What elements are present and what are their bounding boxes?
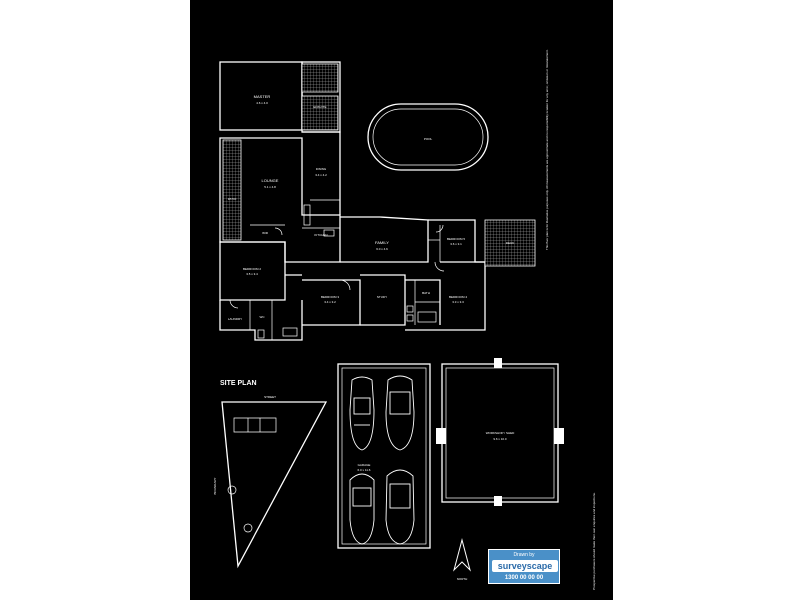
room-label-ensuite: ENSUITE xyxy=(313,105,326,109)
room-label-bedroom3: BEDROOM 3 xyxy=(321,295,339,299)
house-walls xyxy=(219,61,486,341)
room-label-deck: DECK xyxy=(506,241,514,245)
room-label-garage: GARAGE xyxy=(358,463,371,467)
room-label-bedroom4: BEDROOM 4 xyxy=(449,295,467,299)
room-label-study: STUDY xyxy=(377,295,387,299)
disclaimer-text: This floor plan is for illustrative purp… xyxy=(545,49,549,250)
room-label-bedroom5: BEDROOM 5 xyxy=(447,237,465,241)
room-label-robe: WIR xyxy=(262,231,269,235)
room-size-master: 4.6 x 4.0 xyxy=(256,101,268,105)
room-label-lounge: LOUNGE xyxy=(262,178,279,183)
ensuite-floor xyxy=(301,95,339,131)
ensuite-tile xyxy=(301,63,339,93)
room-label-kitchen: KITCHEN xyxy=(314,233,327,237)
room-size-bedroom4: 3.3 x 3.3 xyxy=(452,300,464,304)
workshop: WORKSHOP / SHED 9.6 x 10.0 xyxy=(436,358,564,506)
brand-phone: 1300 00 00 00 xyxy=(504,575,544,581)
room-size-bedroom5: 3.6 x 3.1 xyxy=(450,242,462,246)
floor-plan-sheet: MASTER 4.6 x 4.0 ENSUITE LOUNGE 5.1 x 4.… xyxy=(190,0,613,600)
room-label-master: MASTER xyxy=(254,94,271,99)
north-label: NORTH xyxy=(457,577,468,581)
site-plan-street-label: STREET xyxy=(264,395,276,399)
room-size-lounge: 5.1 x 4.8 xyxy=(264,185,276,189)
north-arrow-icon: NORTH xyxy=(453,538,471,581)
room-size-bedroom3: 3.4 x 3.2 xyxy=(324,300,336,304)
room-size-workshop: 9.6 x 10.0 xyxy=(493,437,507,441)
patio-area xyxy=(222,139,242,241)
room-size-dining: 3.4 x 4.2 xyxy=(315,173,327,177)
room-label-dining: DINING xyxy=(316,167,327,171)
room-label-patio: PATIO xyxy=(228,197,237,201)
room-label-bedroom2: BEDROOM 2 xyxy=(243,267,261,271)
room-label-wc: WC xyxy=(260,315,266,319)
brand-name: surveyscape xyxy=(492,560,558,572)
room-label-family: FAMILY xyxy=(375,240,389,245)
site-plan-title: SITE PLAN xyxy=(220,380,257,387)
pool xyxy=(367,103,489,171)
floor-plan-drawing: MASTER 4.6 x 4.0 ENSUITE LOUNGE 5.1 x 4.… xyxy=(213,61,564,581)
room-label-bath: BATH xyxy=(422,291,430,295)
room-label-laundry: LAUNDRY xyxy=(228,317,242,321)
disclaimer-text-2: Prospective purchasers should make their… xyxy=(592,492,596,590)
deck-area xyxy=(484,219,536,267)
garage: GARAGE 6.0 x 11.6 xyxy=(337,363,431,549)
room-size-garage: 6.0 x 11.6 xyxy=(358,468,371,472)
room-label-workshop: WORKSHOP / SHED xyxy=(486,431,515,435)
room-size-family: 6.0 x 4.6 xyxy=(376,247,388,251)
brand-caption: Drawn by xyxy=(513,552,535,558)
brand-logo: Drawn by surveyscape 1300 00 00 00 xyxy=(488,549,560,584)
room-size-bedroom2: 3.5 x 3.4 xyxy=(246,272,258,276)
site-plan-boundary-label: BOUNDARY xyxy=(213,478,217,495)
site-plan: SITE PLAN STREET BOUNDARY xyxy=(213,380,328,569)
room-label-pool: POOL xyxy=(424,137,433,141)
